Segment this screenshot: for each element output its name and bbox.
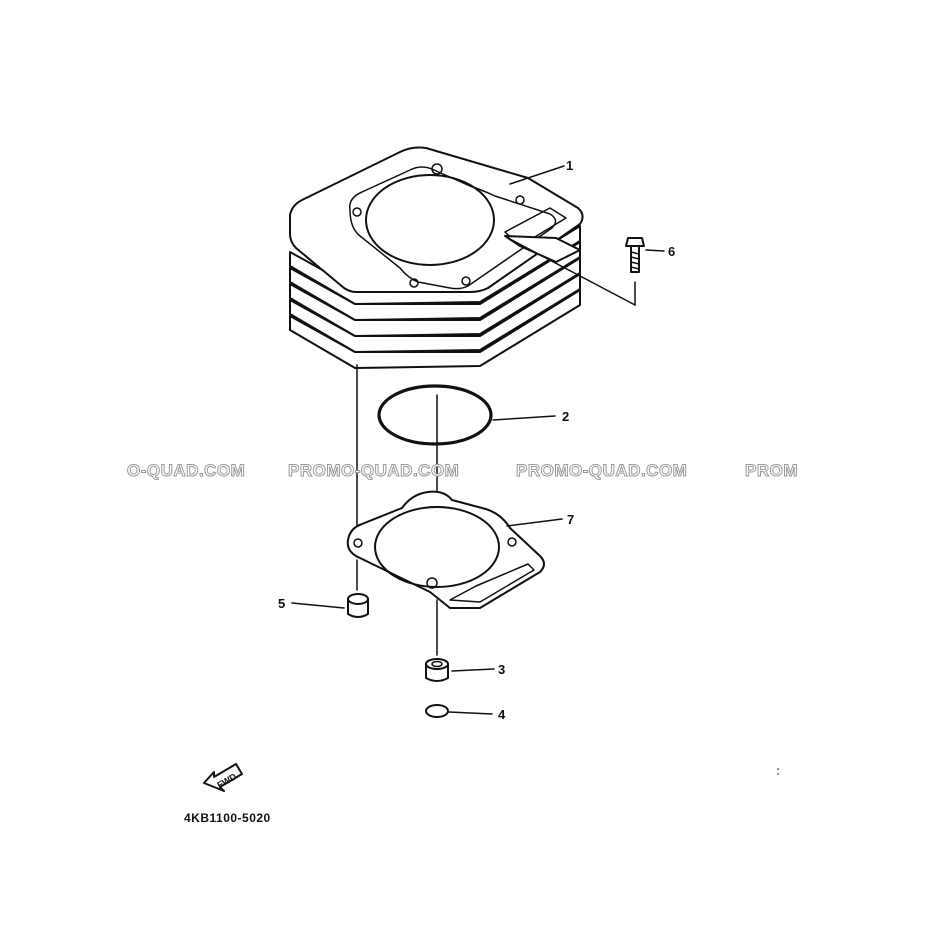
callout-6: 6: [668, 244, 675, 259]
forward-arrow: FWD: [203, 763, 243, 792]
cylinder-fin-1: [289, 225, 581, 305]
dowel-pin-left-top: [347, 593, 369, 605]
watermark-text-2: PROMO-QUAD.COM: [288, 461, 459, 480]
gasket-outline: [346, 490, 545, 609]
callout-4: 4: [498, 707, 506, 722]
dowel-pin-lower-part: [425, 658, 449, 682]
gasket-dowel-hole-left: [353, 538, 363, 548]
callout-7: 7: [567, 512, 574, 527]
stud-hole-rear: [431, 163, 443, 175]
dowel-pin-left-part: [347, 593, 369, 618]
leader-3: [451, 668, 495, 672]
callout-2: 2: [562, 409, 569, 424]
forward-arrow-icon: [203, 763, 243, 792]
gasket-dowel-hole-front: [426, 577, 438, 589]
cylinder-side-boss: [504, 235, 581, 263]
callout-5: 5: [278, 596, 285, 611]
watermark-text-1: O-QUAD.COM: [127, 461, 245, 480]
leader-1: [509, 165, 565, 185]
callout-3: 3: [498, 662, 505, 677]
watermark: O-QUAD.COM PROMO-QUAD.COM PROMO-QUAD.COM…: [127, 461, 799, 481]
cylinder-deck-surface: [349, 166, 557, 290]
gasket-chain-opening: [449, 563, 535, 603]
gasket-part: [346, 490, 545, 609]
line-cylinder-to-bolt: [507, 237, 636, 306]
leader-2: [492, 415, 556, 421]
cylinder-part: [289, 146, 584, 369]
stud-hole-left: [352, 207, 362, 217]
stud-hole-front: [409, 278, 419, 288]
bolt-part: [625, 237, 645, 273]
leader-7: [506, 518, 563, 527]
callouts: 1 2 3 4 5 6 7: [278, 158, 675, 722]
small-o-ring: [425, 704, 449, 718]
gasket-dowel-hole-right: [507, 537, 517, 547]
leader-5: [291, 602, 345, 609]
watermark-text-4: PROM: [745, 461, 798, 480]
callout-1: 1: [566, 158, 573, 173]
leader-lines: [291, 165, 665, 715]
stud-hole-front-right: [461, 276, 471, 286]
dowel-pin-lower-top: [425, 658, 449, 670]
bolt-head: [625, 237, 645, 247]
stud-hole-right: [515, 195, 525, 205]
cylinder-bore: [365, 174, 495, 266]
watermark-text-3: PROMO-QUAD.COM: [516, 461, 687, 480]
stray-mark: [777, 768, 779, 770]
large-o-ring: [377, 384, 493, 446]
leader-6: [645, 249, 665, 252]
part-code: 4KB1100-5020: [184, 811, 271, 825]
leader-4: [448, 711, 493, 715]
gasket-bore: [374, 506, 500, 588]
